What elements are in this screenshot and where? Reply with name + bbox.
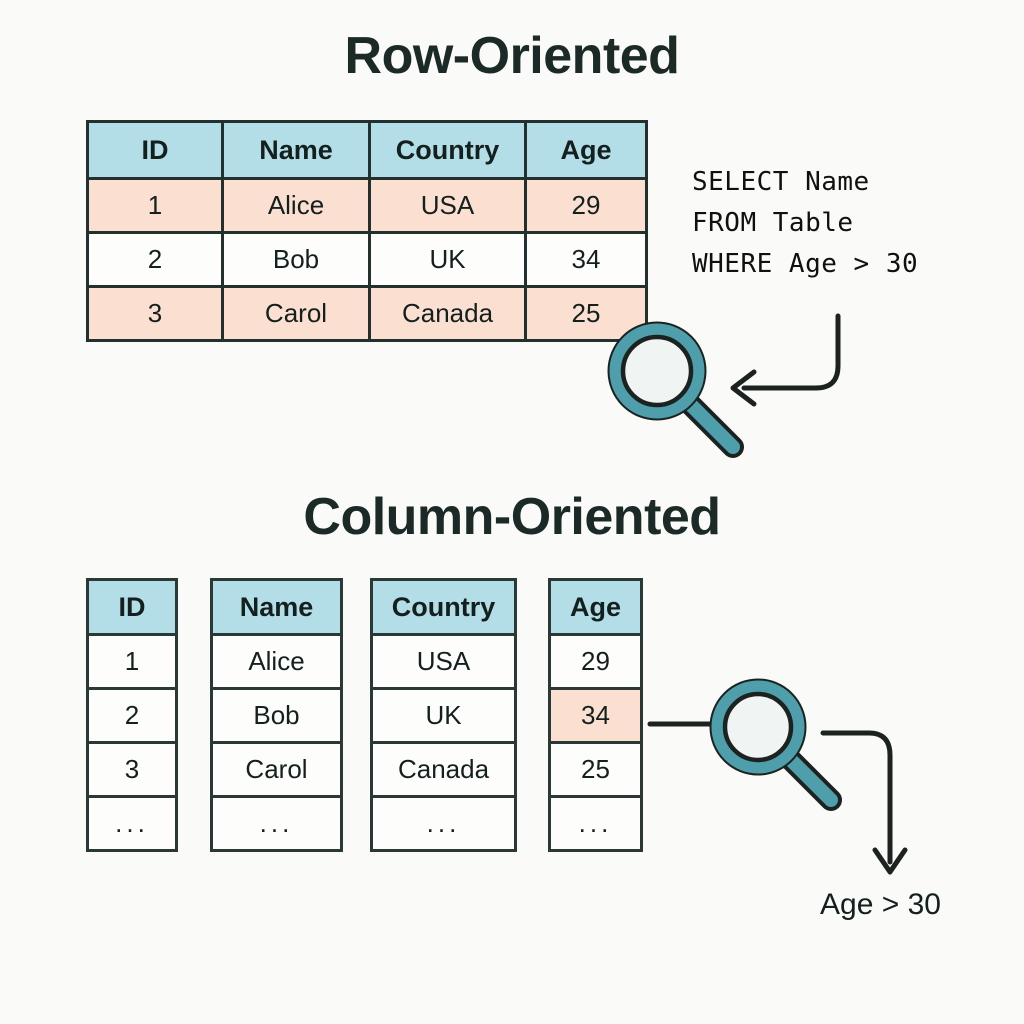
row-oriented-table: ID Name Country Age 1 Alice USA 29 2 Bob… — [86, 120, 648, 342]
list-item: Bob — [210, 687, 343, 744]
column-header-name: Name — [210, 578, 343, 636]
cell-age-3: 25 — [524, 285, 648, 342]
magnifier-icon-row — [607, 321, 744, 458]
column-block-header-row: Name — [210, 578, 343, 636]
query-to-magnifier-arrow — [730, 313, 841, 407]
result-condition-label: Age > 30 — [820, 888, 941, 921]
column-header-id: ID — [86, 120, 224, 180]
list-item: ... — [86, 795, 178, 852]
column-block-header-row: Age — [548, 578, 643, 636]
table-row: 2 Bob UK 34 — [86, 231, 648, 288]
list-item: ... — [548, 795, 643, 852]
list-item: ... — [210, 795, 343, 852]
column-header-age: Age — [548, 578, 643, 636]
cell-age-2-highlighted: 34 — [548, 687, 643, 744]
cell-country-3: Canada — [370, 741, 517, 798]
cell-id-1: 1 — [86, 177, 224, 234]
magnifier-icon-column — [709, 678, 842, 811]
list-item: USA — [370, 633, 517, 690]
cell-id-2: 2 — [86, 687, 178, 744]
cell-name-ellipsis: ... — [210, 795, 343, 852]
magnifier-to-result-arrow — [820, 730, 908, 875]
table-row: 1 Alice USA 29 — [86, 177, 648, 234]
cell-id-2: 2 — [86, 231, 224, 288]
cell-name-1: Alice — [221, 177, 371, 234]
table-row: 3 Carol Canada 25 — [86, 285, 648, 342]
cell-age-2: 34 — [524, 231, 648, 288]
column-block-header-row: Country — [370, 578, 517, 636]
column-block-header-row: ID — [86, 578, 178, 636]
sql-query-text: SELECT Name FROM Table WHERE Age > 30 — [692, 167, 919, 279]
cell-id-1: 1 — [86, 633, 178, 690]
cell-id-3: 3 — [86, 741, 178, 798]
column-header-country: Country — [370, 578, 517, 636]
row-oriented-title: Row-Oriented — [344, 27, 680, 85]
table-header-row: ID Name Country Age — [86, 120, 648, 180]
list-item: 1 — [86, 633, 178, 690]
cell-country-2: UK — [370, 687, 517, 744]
list-item: 25 — [548, 741, 643, 798]
column-oriented-title: Column-Oriented — [303, 488, 721, 546]
list-item: 29 — [548, 633, 643, 690]
column-header-country: Country — [368, 120, 527, 180]
column-header-age: Age — [524, 120, 648, 180]
cell-name-3: Carol — [221, 285, 371, 342]
list-item: Carol — [210, 741, 343, 798]
cell-name-2: Bob — [221, 231, 371, 288]
column-block-name: Name Alice Bob Carol ... — [210, 578, 343, 852]
cell-id-ellipsis: ... — [86, 795, 178, 852]
list-item: 2 — [86, 687, 178, 744]
cell-country-2: UK — [368, 231, 527, 288]
cell-country-1: USA — [370, 633, 517, 690]
cell-name-3: Carol — [210, 741, 343, 798]
list-item: ... — [370, 795, 517, 852]
list-item: 34 — [548, 687, 643, 744]
cell-country-ellipsis: ... — [370, 795, 517, 852]
column-header-name: Name — [221, 120, 371, 180]
cell-id-3: 3 — [86, 285, 224, 342]
cell-name-2: Bob — [210, 687, 343, 744]
column-block-country: Country USA UK Canada ... — [370, 578, 517, 852]
column-header-id: ID — [86, 578, 178, 636]
cell-age-1: 29 — [548, 633, 643, 690]
list-item: Canada — [370, 741, 517, 798]
cell-age-3: 25 — [548, 741, 643, 798]
column-block-id: ID 1 2 3 ... — [86, 578, 178, 852]
column-block-age: Age 29 34 25 ... — [548, 578, 643, 852]
cell-name-1: Alice — [210, 633, 343, 690]
list-item: UK — [370, 687, 517, 744]
cell-country-3: Canada — [368, 285, 527, 342]
cell-age-1: 29 — [524, 177, 648, 234]
list-item: 3 — [86, 741, 178, 798]
list-item: Alice — [210, 633, 343, 690]
cell-age-ellipsis: ... — [548, 795, 643, 852]
cell-country-1: USA — [368, 177, 527, 234]
